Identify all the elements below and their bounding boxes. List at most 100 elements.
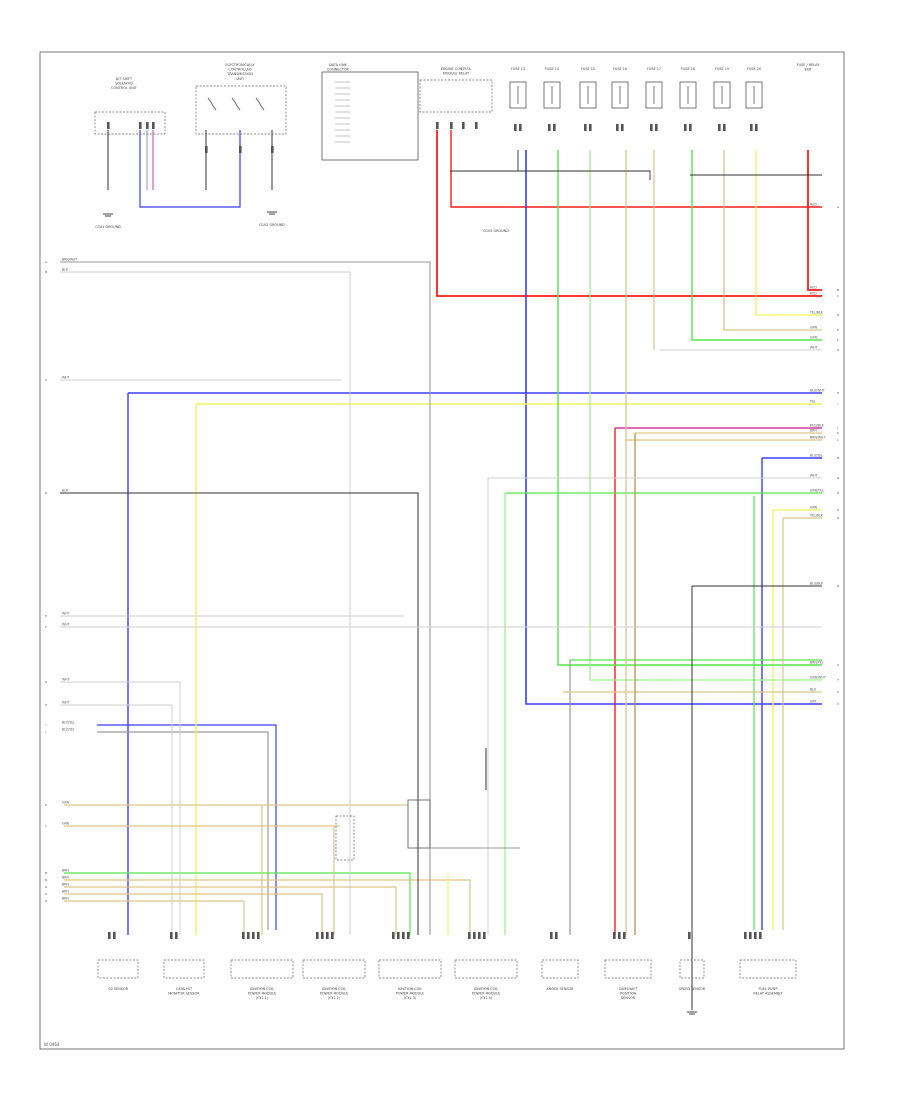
wire-label: GRN <box>62 801 70 805</box>
fuse-connector <box>750 124 753 131</box>
wire-gry-ign <box>97 731 269 930</box>
wire-fuse-bus <box>450 170 651 180</box>
wire-brn-3 <box>723 150 822 331</box>
fuse-connector <box>723 124 726 131</box>
switch-contact <box>207 97 217 111</box>
top-pin <box>450 122 453 129</box>
bottom-pin <box>468 932 471 939</box>
bottom-component-box <box>378 959 442 979</box>
top-pin <box>152 122 155 129</box>
connector-ref: A <box>837 205 840 209</box>
bottom-component-label: POWER MODULE <box>472 992 500 996</box>
connector-ref: F <box>837 338 839 342</box>
fuse-label: FUSE 16 <box>613 67 627 71</box>
wire-label: GRN <box>810 506 818 510</box>
bottom-component-box <box>679 959 705 979</box>
connector-ref: D <box>837 313 840 317</box>
bottom-component-label: POWER MODULE <box>320 992 348 996</box>
wire-label: BLU/WHT <box>810 389 825 393</box>
fuse-connector <box>718 124 721 131</box>
fuse-connector <box>684 124 687 131</box>
component-label: DATA LINK <box>329 63 347 67</box>
connector-ref: M <box>45 871 48 875</box>
bottom-component-label: SPEED SENSOR <box>679 987 706 991</box>
bottom-component-label: IGNITION COIL <box>398 987 423 991</box>
connector-ref: S <box>837 663 839 667</box>
wire-label: RED <box>810 203 817 207</box>
fuse-14 <box>543 81 561 109</box>
wire-red-relay <box>807 150 822 291</box>
fuse-connector <box>584 124 587 131</box>
fuse-18 <box>679 81 697 109</box>
wire-label: BLU/YEL <box>810 454 823 458</box>
tcm-box <box>195 85 287 135</box>
bottom-pin <box>108 932 111 939</box>
component-label: ELECTRONICALLY <box>225 63 255 67</box>
fuse-16 <box>611 81 629 109</box>
fuse-19 <box>713 81 731 109</box>
wire-label: RED/BLK <box>810 424 825 428</box>
wire-label: BRN/WHT <box>62 258 77 262</box>
bottom-component-label: SENSOR <box>621 996 636 1000</box>
connector-ref: I <box>838 402 839 406</box>
bottom-pin <box>402 932 405 939</box>
component-label: CONTROL UNIT <box>111 86 138 90</box>
wire-label: GRN <box>62 822 70 826</box>
component-label: CONNECTOR <box>327 68 349 72</box>
wire-label: BRN/YEL <box>810 661 824 665</box>
fuse-connector <box>589 124 592 131</box>
bottom-pin <box>170 932 173 939</box>
bottom-pin <box>623 932 626 939</box>
ground-label: G102 GROUND <box>259 223 285 227</box>
footer-code: W 0464 <box>44 1042 60 1047</box>
connector-ref: G <box>837 348 840 352</box>
component-layer <box>94 71 797 1015</box>
connector-ref: O <box>45 885 48 889</box>
wire-label: GRY <box>810 700 816 704</box>
connector-ref: U <box>837 690 839 694</box>
connector-ref: C <box>837 294 839 298</box>
wire-gry-1 <box>60 261 431 935</box>
wire-gry-2 <box>60 271 351 935</box>
connector-ref: N <box>45 878 47 882</box>
bottom-component-label: CAMSHAFT <box>619 987 639 991</box>
bottom-component-label: KNOCK SENSOR <box>546 987 574 991</box>
wire-label: RED <box>810 286 817 290</box>
connector-ref: G <box>45 680 48 684</box>
component-label: SOLENOID <box>115 82 133 86</box>
wire-ign-bus-5 <box>64 893 323 935</box>
bottom-pin <box>550 932 553 939</box>
wire-label: BLU/BLK <box>810 582 824 586</box>
fuse-15 <box>579 81 597 109</box>
dlc-box <box>321 71 419 161</box>
bottom-pin <box>242 932 245 939</box>
fuse-connector <box>755 124 758 131</box>
bottom-pin <box>478 932 481 939</box>
bottom-pin <box>252 932 255 939</box>
bottom-pin <box>407 932 410 939</box>
component-label: A/T SHIFT <box>116 77 133 81</box>
bottom-component-label: IGNITION COIL <box>322 987 347 991</box>
wire-grn-3 <box>589 150 822 681</box>
bottom-pin <box>321 932 324 939</box>
fuse-13 <box>509 81 527 109</box>
connector-ref: K <box>837 431 840 435</box>
connector-ref: E <box>45 614 47 618</box>
top-pin <box>271 146 274 153</box>
bottom-component-box <box>541 959 579 979</box>
fuse-label: FUSE 14 <box>545 67 559 71</box>
wire-label: BLU/YEL <box>62 728 75 732</box>
connector-ref: M <box>837 456 840 460</box>
component-label: BOX <box>804 68 812 72</box>
switch-contact <box>255 97 265 111</box>
fuse-connector <box>650 124 653 131</box>
bottom-pin <box>555 932 558 939</box>
wire-label: GRN <box>810 336 818 340</box>
connector-ref: Q <box>837 516 840 520</box>
top-pin <box>239 146 242 153</box>
wire-ign-bus-3 <box>64 879 471 935</box>
wire-label: WHT <box>62 376 70 380</box>
wire-label: GRN/YEL <box>810 489 824 493</box>
wire-blu-tcm <box>139 130 241 208</box>
